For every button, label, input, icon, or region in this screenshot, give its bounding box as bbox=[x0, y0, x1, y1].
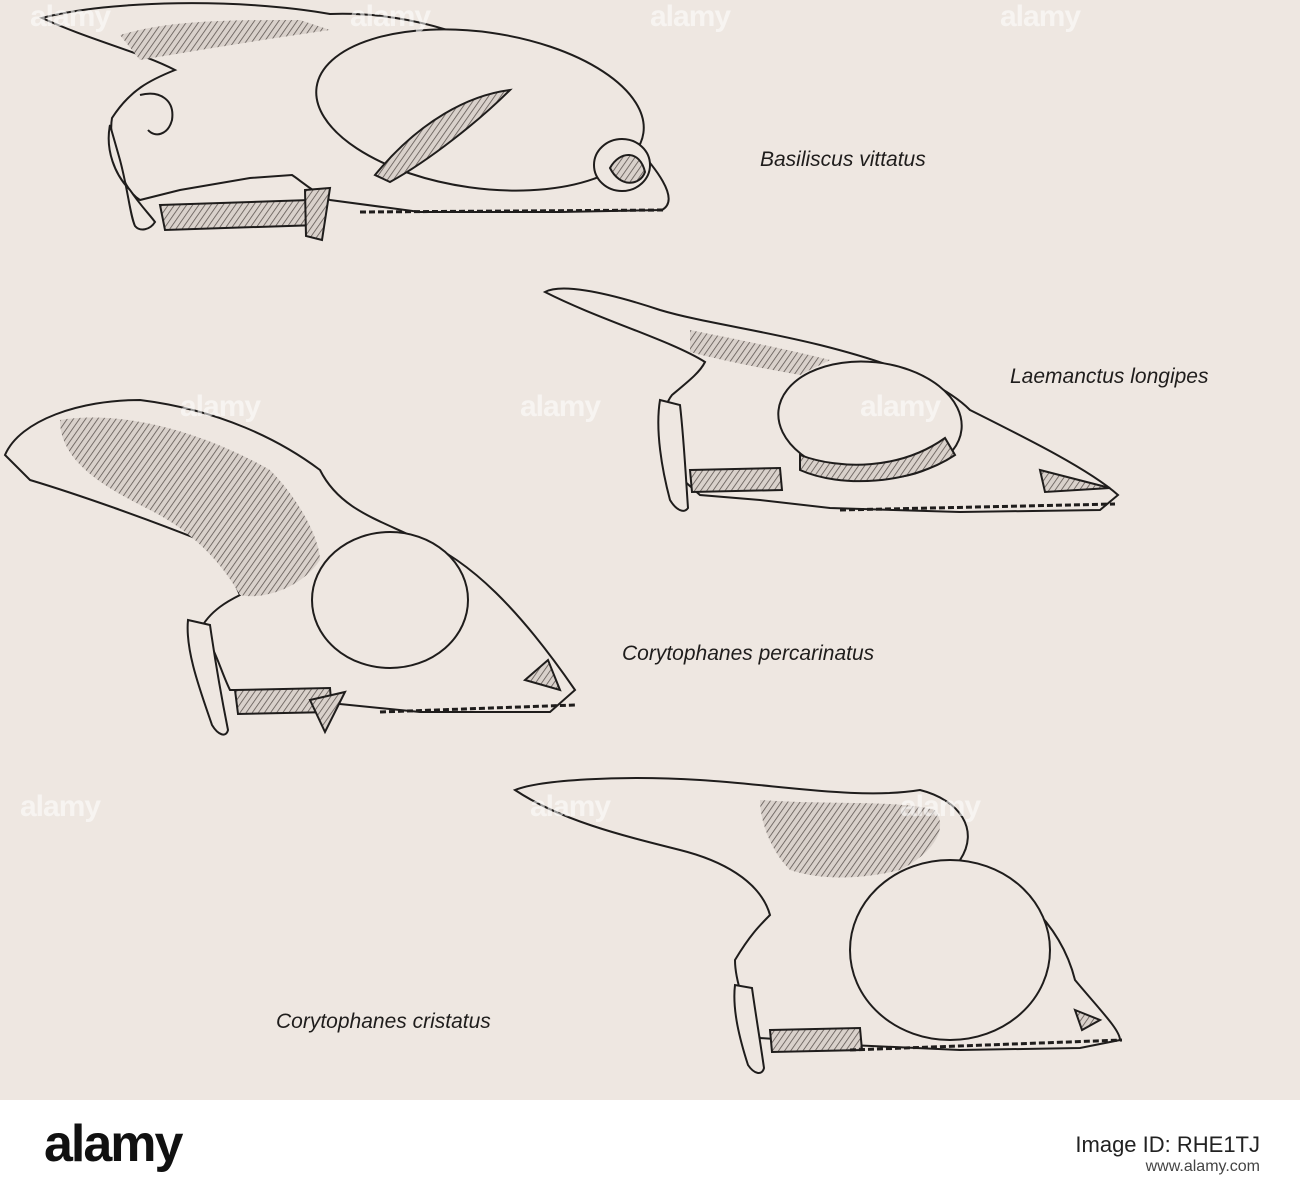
watermark: alamy bbox=[350, 0, 431, 33]
watermark: alamy bbox=[20, 790, 101, 823]
watermark: alamy bbox=[520, 390, 601, 423]
skull-basiliscus bbox=[39, 2, 670, 242]
image-id: Image ID: RHE1TJ bbox=[1075, 1132, 1260, 1157]
site-url[interactable]: www.alamy.com bbox=[1145, 1158, 1260, 1175]
skull-laemanctus bbox=[542, 287, 1120, 514]
skull-percarinatus bbox=[3, 398, 577, 736]
watermark: alamy bbox=[30, 0, 111, 33]
watermark: alamy bbox=[180, 390, 261, 423]
label-basiliscus-vittatus: Basiliscus vittatus bbox=[760, 148, 926, 171]
watermark: alamy bbox=[860, 390, 941, 423]
figure-plate: Basiliscus vittatus Laemanctus longipes … bbox=[3, 0, 1209, 1074]
skull-illustrations bbox=[3, 2, 1123, 1074]
footer-bar: alamy Image ID: RHE1TJ www.alamy.com bbox=[0, 1100, 1300, 1192]
label-corytophanes-cristatus: Corytophanes cristatus bbox=[276, 1010, 491, 1033]
watermark: alamy bbox=[650, 0, 731, 33]
watermark: alamy bbox=[1000, 0, 1081, 33]
label-laemanctus-longipes: Laemanctus longipes bbox=[1010, 365, 1209, 388]
watermark: alamy bbox=[530, 790, 611, 823]
skull-cristatus bbox=[512, 777, 1123, 1074]
label-corytophanes-percarinatus: Corytophanes percarinatus bbox=[622, 642, 875, 665]
brand-logo[interactable]: alamy bbox=[44, 1115, 183, 1173]
watermark: alamy bbox=[900, 790, 981, 823]
